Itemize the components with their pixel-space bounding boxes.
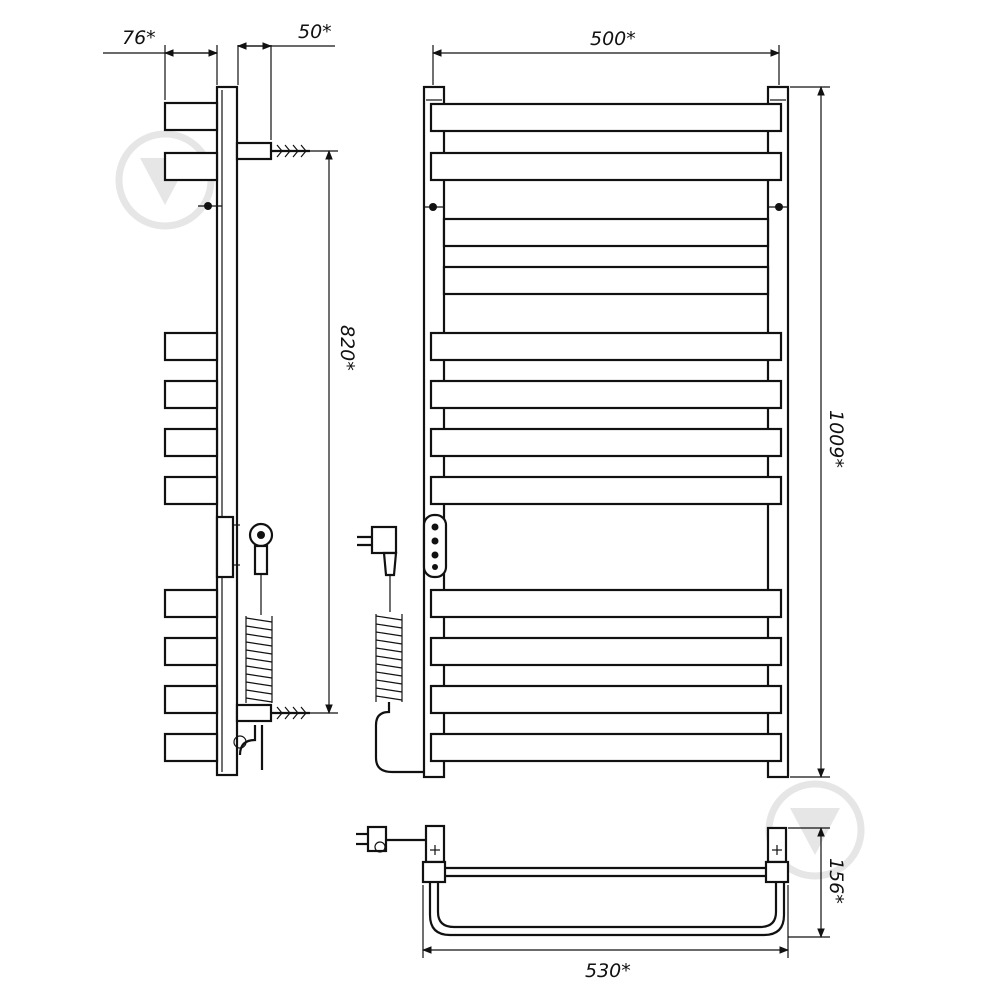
coil-cord (375, 614, 403, 702)
side-dimensions (103, 42, 338, 714)
dim-height: 1009* (825, 410, 847, 468)
dim-overall-width: 530* (585, 960, 631, 982)
plug-icon (357, 525, 398, 577)
control-panel-icon (422, 513, 448, 579)
dim-side-depth: 76* (122, 27, 156, 49)
dim-bottom-depth: 156* (825, 858, 847, 904)
front-view (357, 85, 790, 779)
dim-mount-spacing: 820* (336, 325, 358, 371)
coil-cord (245, 616, 273, 703)
wall-anchor-icon (271, 706, 310, 720)
front-dimensions (432, 45, 830, 778)
plug-icon (248, 522, 274, 576)
bottom-view (356, 824, 790, 937)
dim-width: 500* (590, 28, 636, 50)
bottom-dimensions (422, 827, 830, 958)
plug-icon (356, 825, 388, 853)
dim-wall-offset: 50* (298, 21, 332, 43)
wall-anchor-icon (271, 144, 310, 158)
side-view (163, 85, 310, 777)
side-post (215, 85, 239, 777)
